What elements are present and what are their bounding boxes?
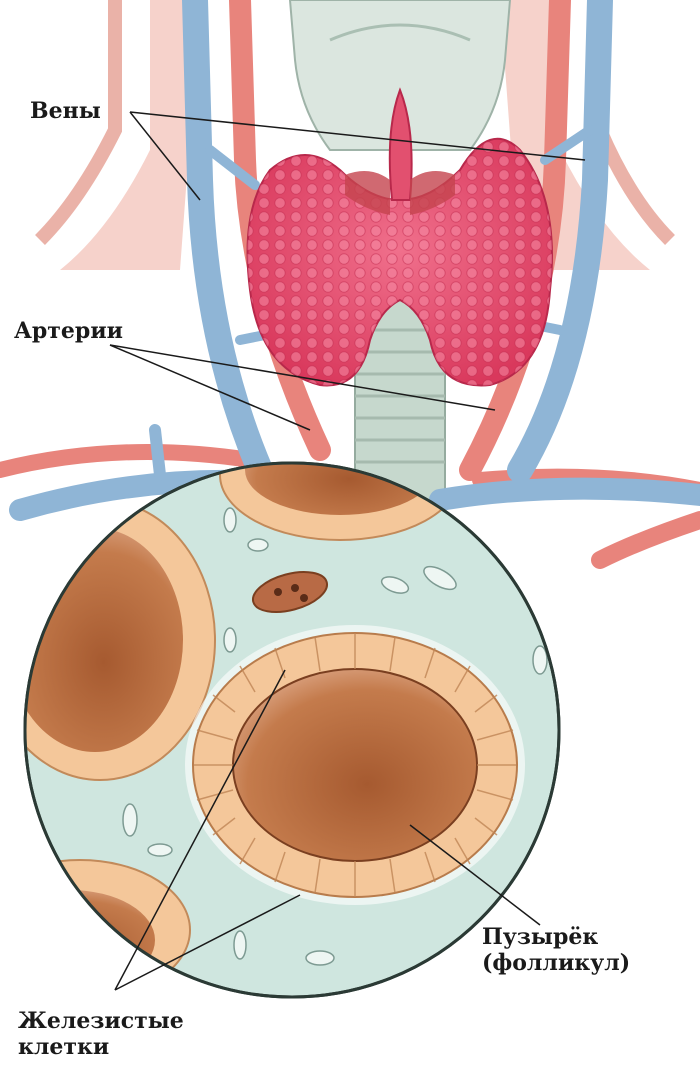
glandular-label-line2: клетки <box>18 1034 184 1060</box>
follicle-label: Пузырёк (фолликул) <box>482 924 630 977</box>
follicle-label-line2: (фолликул) <box>482 950 630 976</box>
glandular-cells-label: Железистые клетки <box>18 1008 184 1061</box>
arteries-label: Артерии <box>14 318 123 344</box>
follicle-label-line1: Пузырёк <box>482 924 630 950</box>
glandular-label-line1: Железистые <box>18 1008 184 1034</box>
veins-label: Вены <box>30 98 101 124</box>
